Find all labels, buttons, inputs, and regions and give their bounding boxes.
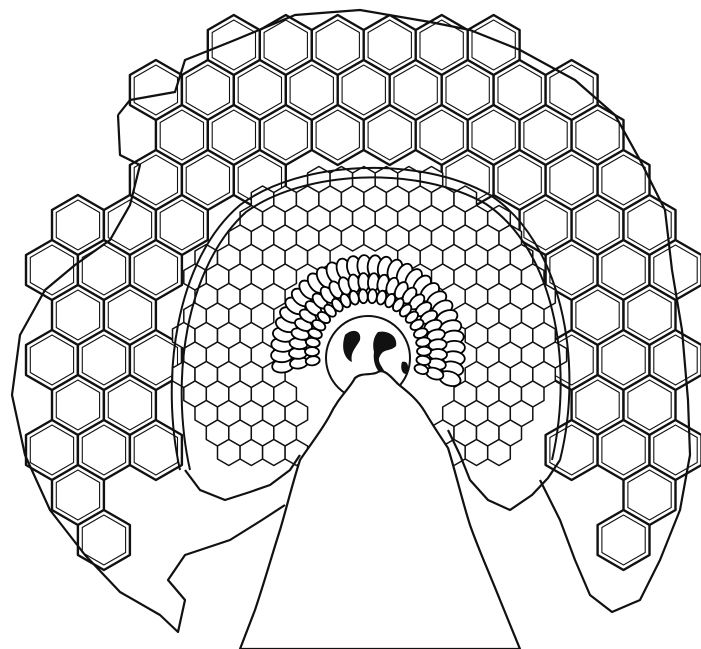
middle-hex-cell <box>341 225 364 251</box>
bead <box>305 347 319 356</box>
bead <box>367 289 377 304</box>
middle-hex-cell <box>364 225 387 251</box>
middle-hex-cell <box>263 440 286 466</box>
middle-hex-cell <box>465 440 488 466</box>
middle-hex-cell <box>218 440 241 466</box>
middle-hex-cell <box>240 440 263 466</box>
middle-hex-cell <box>488 440 511 466</box>
bead <box>417 347 431 356</box>
bead <box>358 289 368 304</box>
